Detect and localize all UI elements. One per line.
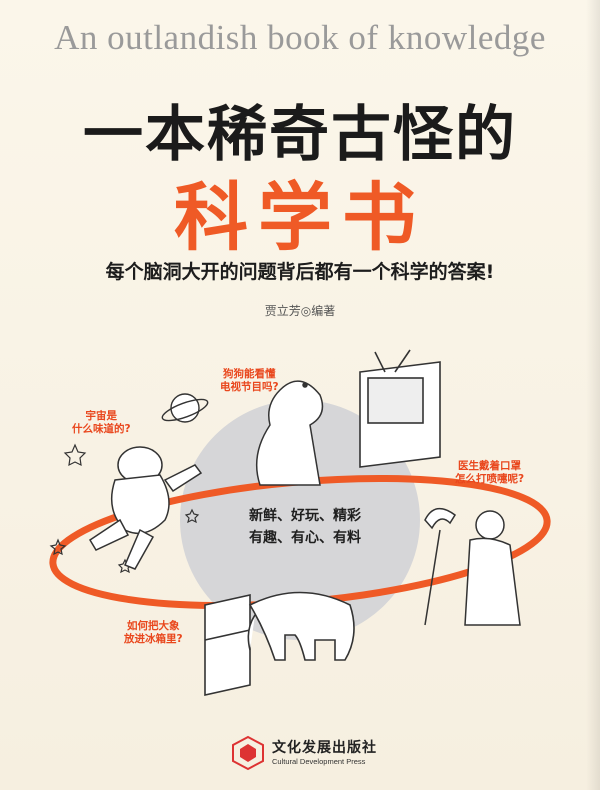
tagline: 每个脑洞大开的问题背后都有一个科学的答案! — [105, 261, 495, 283]
center-tagline-line2: 有趣、有心、有料 — [249, 530, 361, 546]
cover-edge-shadow — [586, 0, 600, 790]
publisher-name-en: Cultural Development Press — [272, 757, 366, 766]
illustration — [49, 349, 551, 696]
doctor-drawing — [424, 507, 521, 626]
elephant-drawing — [247, 591, 355, 661]
dog-drawing — [255, 380, 324, 486]
planet-icon — [161, 393, 209, 423]
question-elephant: 如何把大象 放进冰箱里? — [124, 620, 183, 645]
fridge-drawing — [204, 594, 251, 696]
center-tagline-line1: 新鲜、好玩、精彩 — [249, 508, 361, 524]
publisher: 文化发展出版社 Cultural Development Press — [230, 735, 420, 775]
center-tagline: 新鲜、好玩、精彩 有趣、有心、有料 — [215, 505, 395, 549]
astronaut-drawing — [88, 446, 203, 570]
publisher-name: 文化发展出版社 — [272, 740, 377, 756]
publisher-logo-icon — [232, 735, 264, 771]
question-space: 宇宙是 什么味道的? — [72, 410, 131, 435]
question-dog: 狗狗能看懂 电视节目吗? — [220, 368, 279, 393]
question-doctor: 医生戴着口罩 怎么打喷嚏呢? — [455, 460, 525, 485]
author: 贾立芳◎编著 — [264, 304, 336, 318]
book-title-science: 科学书 — [174, 175, 426, 261]
english-subtitle: An outlandish book of knowledge — [54, 18, 546, 57]
book-title: 一本稀奇古怪的 — [83, 100, 517, 170]
tv-drawing — [359, 349, 441, 468]
